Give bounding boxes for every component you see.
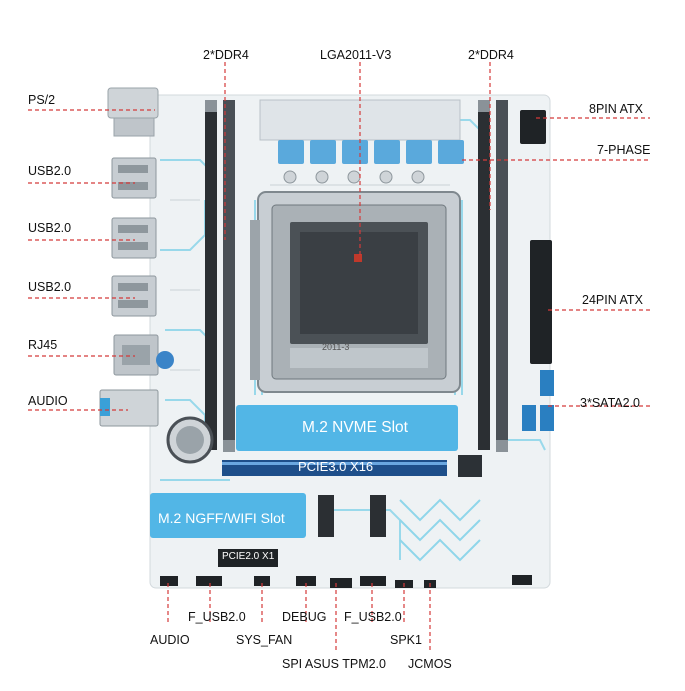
label-ddr4-right: 2*DDR4 — [468, 48, 514, 62]
label-jcmos: JCMOS — [408, 657, 452, 671]
ngff-slot-label: M.2 NGFF/WIFI Slot — [158, 510, 285, 526]
24pin-atx-connector — [530, 240, 552, 364]
label-f-usb-right: F_USB2.0 — [344, 610, 402, 624]
rear-io — [99, 87, 174, 427]
label-usb-1: USB2.0 — [28, 164, 72, 178]
label-24pin-atx: 24PIN ATX — [582, 293, 643, 307]
pcie-x16-label: PCIE3.0 X16 — [298, 459, 374, 474]
label-7-phase: 7-PHASE — [597, 143, 651, 157]
label-f-usb-left: F_USB2.0 — [188, 610, 246, 624]
usb-port-3 — [111, 275, 157, 317]
ddr4-slots-left — [205, 100, 235, 452]
label-audio-rear: AUDIO — [28, 394, 68, 408]
decor-pattern — [399, 498, 481, 562]
label-8pin-atx: 8PIN ATX — [589, 102, 643, 116]
m2-ngff-slot — [150, 493, 306, 538]
label-lga: LGA2011-V3 — [320, 48, 392, 62]
label-sata: 3*SATA2.0 — [580, 396, 640, 410]
label-usb-3: USB2.0 — [28, 280, 72, 294]
label-ddr4-left: 2*DDR4 — [203, 48, 249, 62]
pcie-x1-label: PCIE2.0 X1 — [222, 551, 275, 562]
ddr4-slots-right — [478, 100, 508, 452]
m2-nvme-slot — [236, 405, 458, 451]
label-ps2: PS/2 — [28, 93, 56, 107]
label-sys-fan: SYS_FAN — [236, 633, 293, 647]
cpu-socket — [250, 191, 461, 393]
8pin-atx-connector — [520, 110, 546, 144]
sata-connectors — [522, 370, 554, 431]
label-debug: DEBUG — [282, 610, 327, 624]
pcie-x1-slot — [218, 549, 278, 567]
ps2-port — [107, 87, 159, 119]
label-spi-tpm: SPI ASUS TPM2.0 — [282, 657, 386, 671]
usb-port-2 — [111, 217, 157, 259]
nvme-slot-label: M.2 NVME Slot — [302, 419, 408, 436]
pointer-lines — [28, 62, 650, 652]
cpu-mark-label: 2011-3 — [322, 342, 350, 352]
usb-port-1 — [111, 157, 157, 199]
label-rj45: RJ45 — [28, 338, 58, 352]
label-usb-2: USB2.0 — [28, 221, 72, 235]
label-audio-front: AUDIO — [150, 633, 190, 647]
label-spk1: SPK1 — [390, 633, 422, 647]
